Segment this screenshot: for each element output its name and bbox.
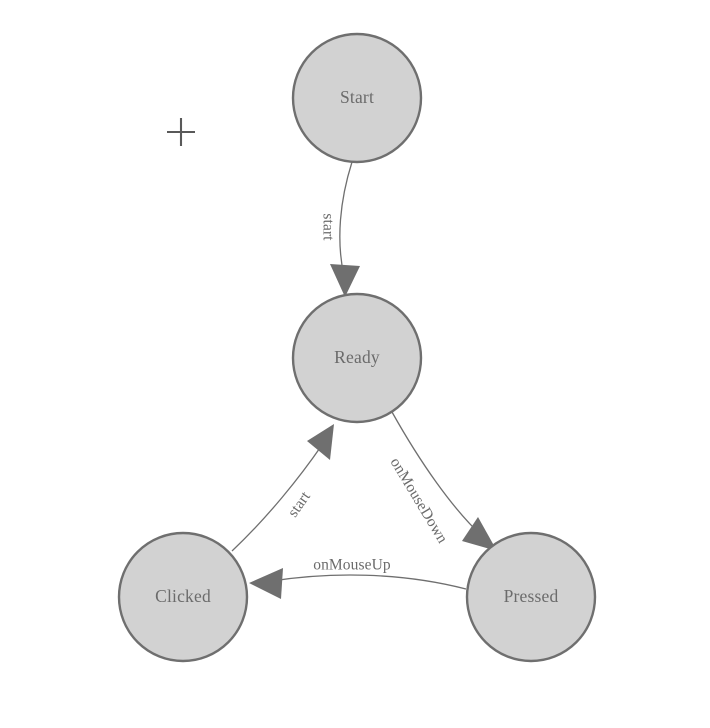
edge-pressed-to-clicked[interactable] (249, 568, 467, 599)
crosshair-icon (167, 118, 195, 146)
edge-label-pressed-to-clicked: onMouseUp (313, 557, 391, 574)
node-clicked[interactable]: Clicked (117, 531, 249, 663)
edge-label-ready-to-pressed: onMouseDown (387, 455, 451, 547)
arrowhead-clicked-to-ready (307, 424, 334, 460)
arrowhead-ready-to-pressed (462, 517, 497, 551)
node-ready[interactable]: Ready (291, 292, 423, 424)
edge-path-start-to-ready[interactable] (339, 161, 353, 277)
arrowhead-start-to-ready (330, 264, 360, 297)
node-label-clicked: Clicked (155, 586, 211, 606)
edge-path-clicked-to-ready[interactable] (231, 444, 323, 552)
node-circle-ready[interactable] (291, 292, 423, 424)
edge-path-ready-to-pressed[interactable] (391, 411, 483, 537)
edge-path-pressed-to-clicked[interactable] (271, 574, 467, 590)
edge-label-clicked-to-ready: start (284, 488, 314, 521)
edge-clicked-to-ready[interactable] (231, 424, 334, 552)
edge-label-start-to-ready: start (319, 213, 336, 241)
node-pressed[interactable]: Pressed (465, 531, 597, 663)
node-label-start: Start (340, 87, 374, 107)
node-label-pressed: Pressed (504, 586, 559, 606)
edge-ready-to-pressed[interactable] (391, 411, 497, 551)
edge-start-to-ready[interactable] (330, 161, 360, 297)
arrowhead-pressed-to-clicked (249, 568, 283, 599)
node-start[interactable]: Start (291, 32, 423, 164)
node-label-ready: Ready (334, 347, 380, 367)
node-circle-pressed[interactable] (465, 531, 597, 663)
node-circle-start[interactable] (291, 32, 423, 164)
node-circle-clicked[interactable] (117, 531, 249, 663)
